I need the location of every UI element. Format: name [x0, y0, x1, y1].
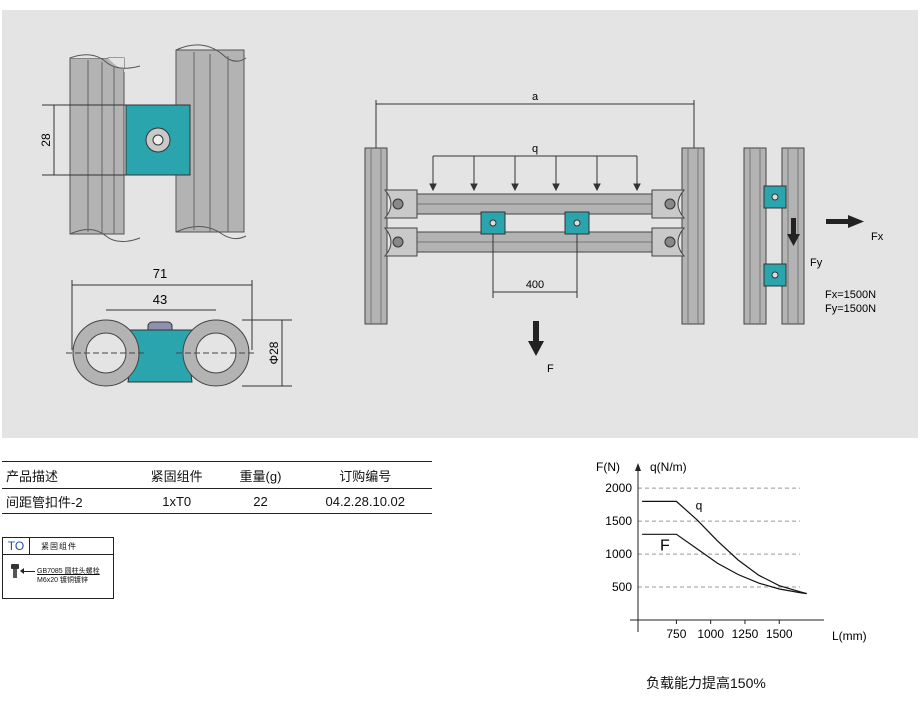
- series-label-q: q: [696, 498, 703, 512]
- chart-xlabel: L(mm): [832, 629, 867, 643]
- fastener-line2: M6x20 镀铜镀锌: [37, 577, 88, 584]
- fastener-code: TO: [3, 538, 30, 554]
- fastener-title: 紧固组件: [41, 542, 77, 551]
- series-label-F: F: [660, 537, 670, 554]
- chart-series: qF: [642, 498, 807, 595]
- load-chart: F(N) q(N/m) L(mm) 500 1000 1500 2000 750 1000…: [596, 460, 867, 643]
- header-weight: 重量(g): [222, 461, 299, 489]
- header-order-no: 订购编号: [298, 461, 432, 489]
- chart-caption: 负载能力提高150%: [646, 675, 766, 691]
- fastener-legend-header: TO 紧固组件: [3, 538, 113, 555]
- force-arrow-down-icon: [528, 341, 544, 356]
- x-tick-label: 1500: [766, 627, 793, 641]
- clamp-teal: [125, 104, 191, 176]
- pointer-arrow-icon: [20, 568, 35, 574]
- x-tick-label: 1000: [697, 627, 724, 641]
- dim-phi28: Φ28: [267, 341, 281, 364]
- chart-ylabel-right: q(N/m): [650, 460, 687, 474]
- technical-drawing-panel: 28 71 43 Φ28 a: [2, 10, 918, 438]
- y-tick-label: 1000: [605, 547, 632, 561]
- cell-order-no: 04.2.28.10.02: [298, 488, 432, 514]
- dim-43: 43: [153, 292, 167, 307]
- spec-header-row: 产品描述 紧固组件 重量(g) 订购编号: [2, 461, 432, 489]
- cell-fastener: 1xT0: [130, 488, 223, 514]
- fastener-legend: TO 紧固组件 GB7085 圆柱头螺栓 M6x20 镀铜镀锌: [2, 537, 114, 599]
- y-tick-label: 2000: [605, 481, 632, 495]
- dim-28-side: 28: [39, 133, 53, 147]
- header-fastener: 紧固组件: [130, 461, 223, 489]
- force-fy-label: Fy: [810, 257, 823, 269]
- force-F-label: F: [547, 363, 554, 375]
- force-fx-arrow-icon: [848, 215, 864, 228]
- cross-section-view: 71 43 Φ28: [66, 266, 292, 387]
- x-tick-label: 750: [666, 627, 686, 641]
- chart-ticks: 500 1000 1500 2000 750 1000 1250 1500: [605, 481, 793, 641]
- force-fx-label: Fx: [871, 231, 884, 243]
- header-description: 产品描述: [2, 461, 131, 489]
- chart-axes: [630, 463, 824, 632]
- y-axis-arrow-icon: [635, 463, 641, 471]
- side-load-view: Fx Fy Fx=1500N Fy=1500N: [743, 147, 884, 325]
- technical-drawing: 28 71 43 Φ28 a: [39, 44, 884, 387]
- x-tick-label: 1250: [732, 627, 759, 641]
- spec-table: 产品描述 紧固组件 重量(g) 订购编号 间距管扣件-2 1xT0 22 04.…: [2, 461, 432, 514]
- dim-71: 71: [153, 266, 167, 281]
- series-line-q: [642, 500, 807, 595]
- dim-a: a: [532, 91, 539, 103]
- cell-description: 间距管扣件-2: [2, 488, 131, 514]
- fx-value: Fx=1500N: [825, 289, 876, 301]
- fy-value: Fy=1500N: [825, 303, 876, 315]
- frame-assembly-view: a q 400: [364, 91, 705, 375]
- chart-ylabel-left: F(N): [596, 460, 620, 474]
- cell-weight: 22: [222, 488, 299, 514]
- force-fy-arrow-icon: [787, 234, 800, 246]
- series-line-F: [642, 533, 807, 595]
- y-tick-label: 500: [612, 580, 632, 594]
- y-tick-label: 1500: [605, 514, 632, 528]
- fastener-line1: GB7085 圆柱头螺栓: [37, 568, 100, 575]
- side-view: 28: [39, 44, 247, 242]
- dim-400: 400: [526, 279, 544, 291]
- bolt-icon: [11, 564, 19, 578]
- load-q-label: q: [532, 143, 538, 155]
- table-row: 间距管扣件-2 1xT0 22 04.2.28.10.02: [2, 488, 432, 514]
